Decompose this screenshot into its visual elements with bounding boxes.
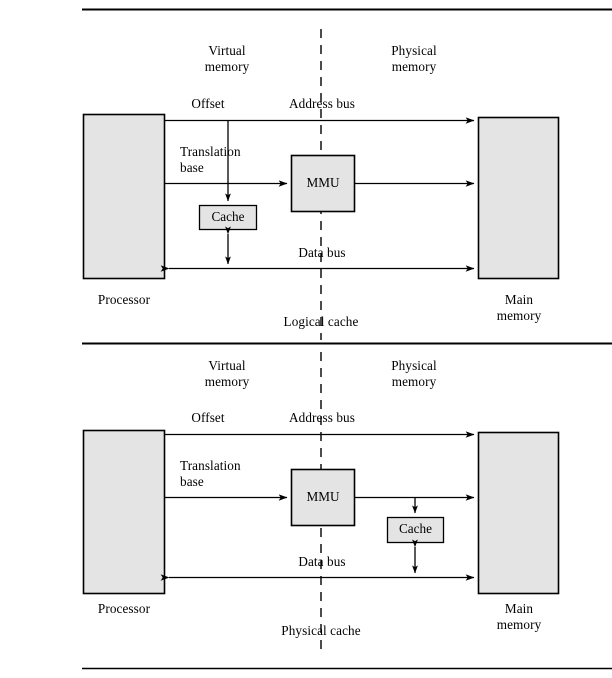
processor-block xyxy=(82,429,166,595)
physical-memory-label: Physical memory xyxy=(391,358,437,389)
physical-memory-label: Physical memory xyxy=(391,43,437,74)
mmu-block xyxy=(290,468,356,527)
translation-base-label: Translation base xyxy=(180,144,241,175)
mmu-label: MMU xyxy=(306,489,340,504)
address-bus-label: Address bus xyxy=(289,96,355,111)
panel-caption-logical-cache: Logical cache xyxy=(283,314,359,329)
offset-label: Offset xyxy=(191,410,225,425)
processor-label: Processor xyxy=(97,601,151,616)
data-bus-label: Data bus xyxy=(298,554,346,569)
address-bus-label: Address bus xyxy=(289,410,355,425)
virtual-memory-label: Virtual memory xyxy=(204,43,250,74)
main-memory-block xyxy=(477,116,560,280)
offset-label: Offset xyxy=(191,96,225,111)
mmu-block xyxy=(290,154,356,213)
panel-caption-physical-cache: Physical cache xyxy=(281,623,361,638)
cache-block xyxy=(198,204,258,231)
virtual-memory-label: Virtual memory xyxy=(204,358,250,389)
panel-logical-cache xyxy=(82,29,560,340)
cache-label: Cache xyxy=(399,521,432,536)
processor-label: Processor xyxy=(97,292,151,307)
translation-base-label: Translation base xyxy=(180,458,241,489)
main-memory-label: Main memory xyxy=(496,601,542,632)
processor-block xyxy=(82,113,166,280)
panel-physical-cache xyxy=(82,352,560,655)
data-bus-label: Data bus xyxy=(298,245,346,260)
cache-label: Cache xyxy=(211,209,245,224)
main-memory-label: Main memory xyxy=(496,292,542,323)
mmu-label: MMU xyxy=(306,175,340,190)
main-memory-block xyxy=(477,431,560,595)
